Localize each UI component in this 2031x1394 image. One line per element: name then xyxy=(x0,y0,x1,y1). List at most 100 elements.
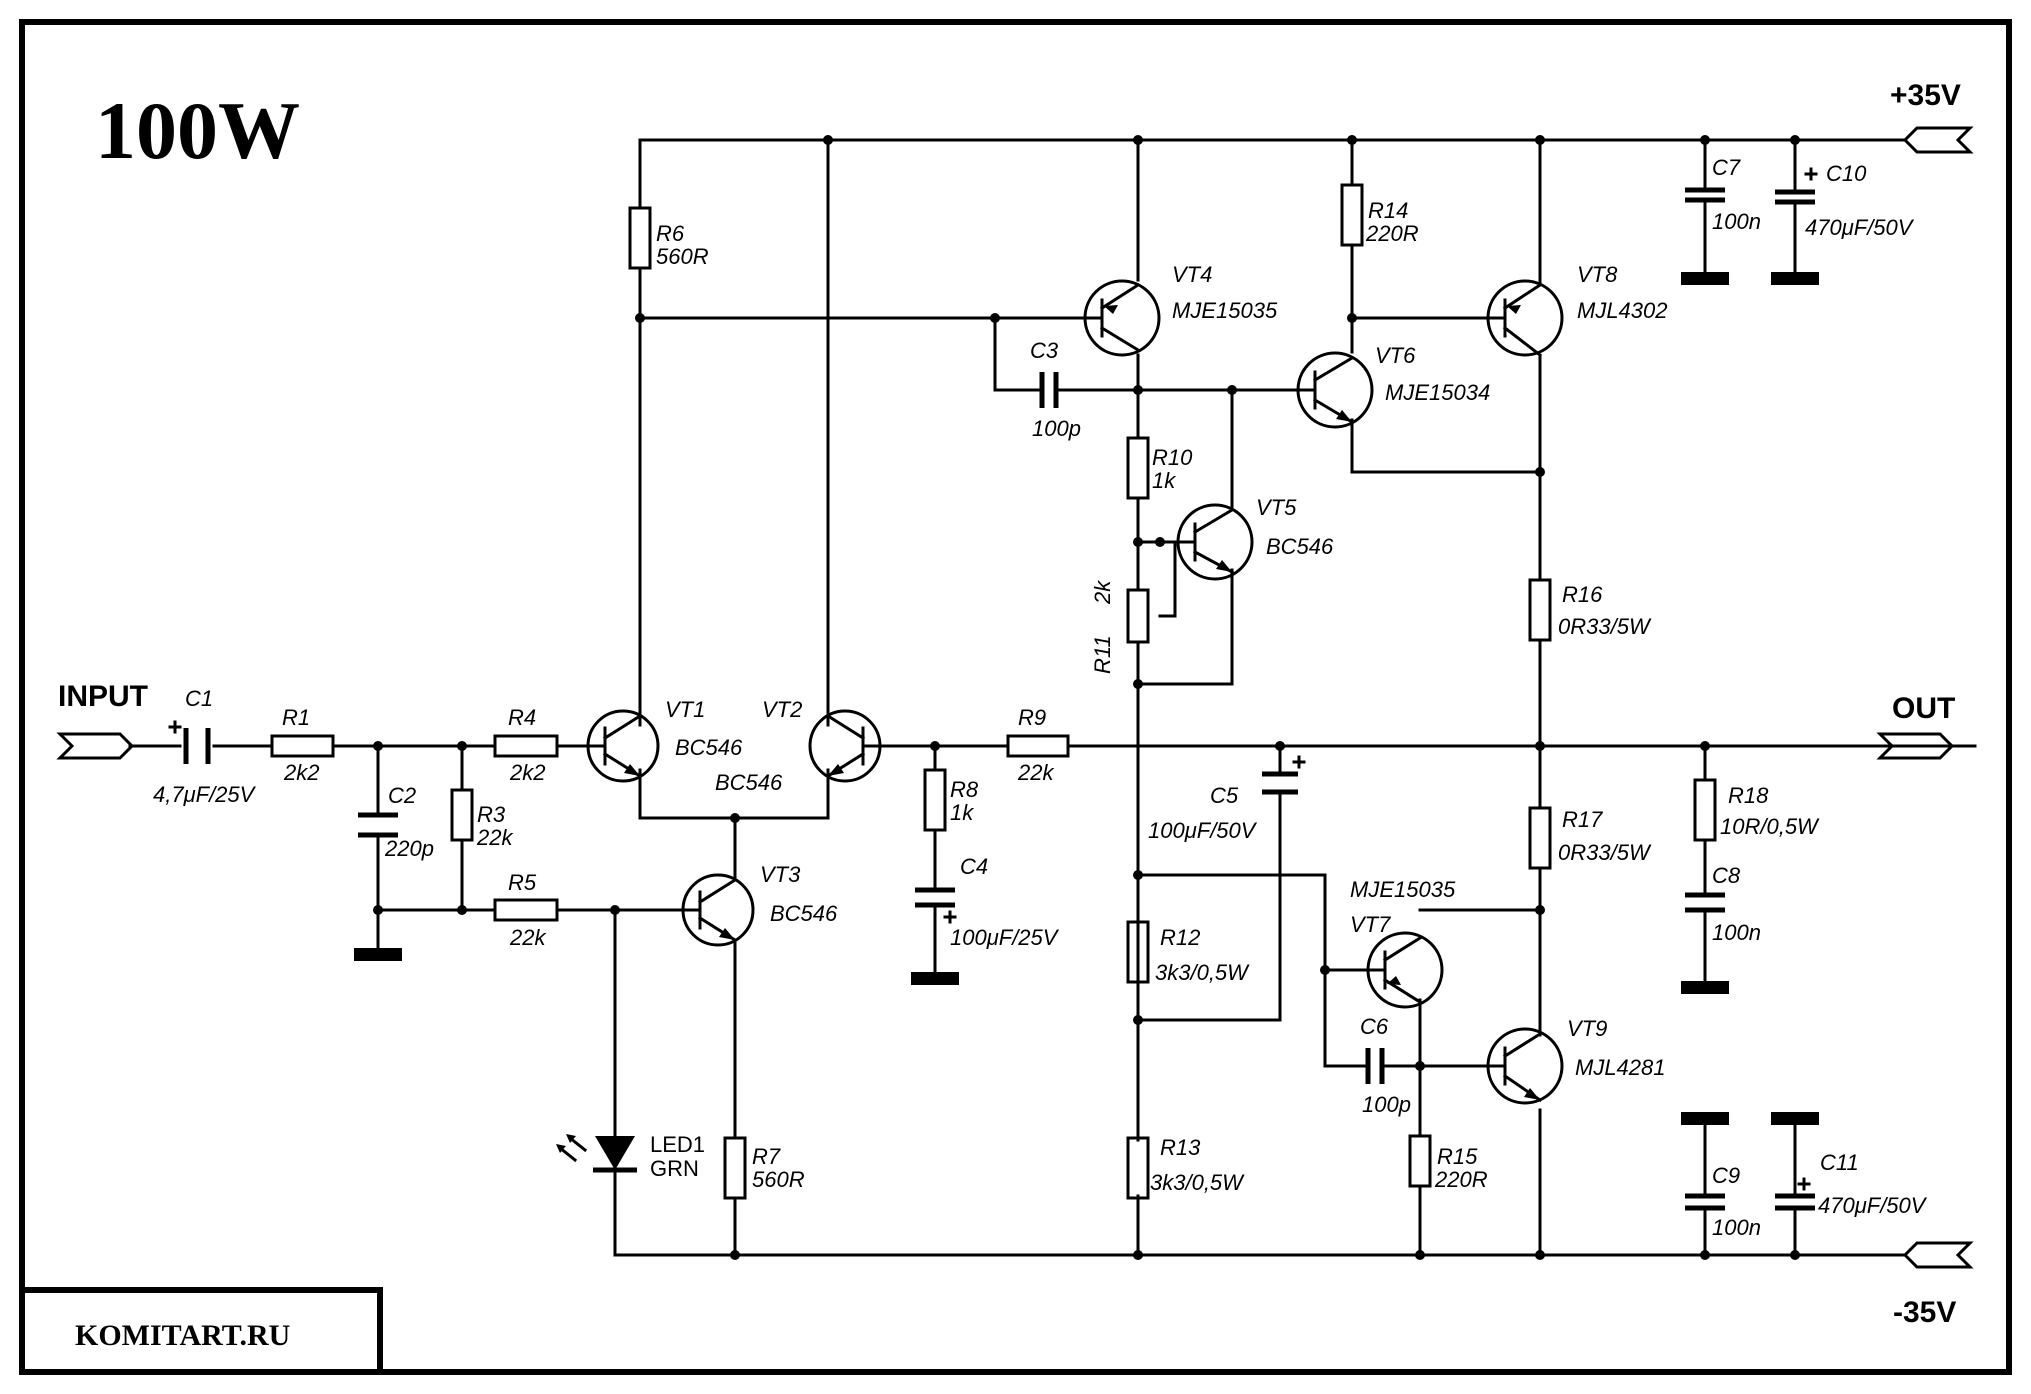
resistors xyxy=(270,183,1717,1200)
r6-value: 560R xyxy=(656,244,709,269)
r4-ref: R4 xyxy=(508,705,536,730)
vt5-ref: VT5 xyxy=(1256,495,1297,520)
vt3-symbol xyxy=(681,873,755,947)
r12-ref: R12 xyxy=(1160,925,1200,950)
r7-ref: R7 xyxy=(752,1144,781,1169)
ground-c8 xyxy=(1681,981,1729,994)
vt1-symbol xyxy=(586,709,660,783)
led1-value: GRN xyxy=(650,1156,699,1181)
r11-ref: R11 xyxy=(1090,635,1115,674)
c11-ref: C11 xyxy=(1820,1150,1859,1175)
grounds xyxy=(354,272,1819,1125)
ground-c9 xyxy=(1681,1112,1729,1125)
c4-value: 100μF/25V xyxy=(950,925,1060,950)
vt8-symbol xyxy=(1486,279,1564,358)
r8-body xyxy=(923,768,947,832)
r5-body xyxy=(493,898,559,922)
neg-rail-connector xyxy=(1902,1241,1974,1269)
r7-body xyxy=(723,1136,747,1200)
c7-value: 100n xyxy=(1712,209,1761,234)
c10-symbol xyxy=(1775,167,1818,205)
c11-value: 470μF/50V xyxy=(1818,1193,1928,1218)
r12-value: 3k3/0,5W xyxy=(1155,960,1250,985)
r8-value: 1k xyxy=(950,800,974,825)
vt8-ref: VT8 xyxy=(1577,262,1618,287)
c6-value: 100p xyxy=(1362,1092,1411,1117)
output-label: OUT xyxy=(1892,692,1955,725)
r11-value: 2k xyxy=(1090,580,1115,605)
r1-value: 2k2 xyxy=(283,760,319,785)
vt9-ref: VT9 xyxy=(1567,1016,1607,1041)
ground-c2 xyxy=(354,948,402,961)
outer-frame xyxy=(19,19,2012,1375)
wires xyxy=(128,138,1977,1257)
led1-ref: LED1 xyxy=(650,1132,705,1157)
rail-pos-label: +35V xyxy=(1890,79,1961,112)
r17-ref: R17 xyxy=(1562,807,1603,832)
page-title: 100W xyxy=(95,85,300,176)
input-connector xyxy=(56,732,135,760)
c3-value: 100p xyxy=(1032,416,1081,441)
r16-value: 0R33/5W xyxy=(1558,614,1652,639)
r5-ref: R5 xyxy=(508,870,537,895)
r1-ref: R1 xyxy=(282,705,310,730)
c9-value: 100n xyxy=(1712,1215,1761,1240)
c7-symbol xyxy=(1685,187,1725,203)
brand-label: KOMITART.RU xyxy=(75,1319,290,1352)
ground-c4 xyxy=(911,972,959,985)
c9-symbol xyxy=(1685,1193,1725,1211)
r10-body xyxy=(1126,436,1150,500)
c4-ref: C4 xyxy=(960,854,988,879)
r13-ref: R13 xyxy=(1160,1135,1201,1160)
c5-symbol xyxy=(1262,755,1306,795)
vt7-value: MJE15035 xyxy=(1350,877,1456,902)
r5-value: 22k xyxy=(509,925,546,950)
vt3-ref: VT3 xyxy=(760,862,801,887)
ground-c7 xyxy=(1681,272,1729,285)
r13-value: 3k3/0,5W xyxy=(1150,1170,1245,1195)
input-label: INPUT xyxy=(58,680,148,713)
c6-symbol xyxy=(1365,1048,1385,1084)
pos-rail-connector xyxy=(1902,126,1974,154)
led1-symbol xyxy=(556,1134,637,1173)
transistors xyxy=(586,279,1564,1105)
vt5-symbol xyxy=(1176,503,1254,581)
r4-body xyxy=(493,734,559,758)
r16-body xyxy=(1528,578,1552,642)
r6-ref: R6 xyxy=(656,221,685,246)
c1-ref: C1 xyxy=(185,686,213,711)
c10-value: 470μF/50V xyxy=(1805,215,1915,240)
vt3-value: BC546 xyxy=(770,901,838,926)
r18-ref: R18 xyxy=(1728,783,1769,808)
c10-ref: C10 xyxy=(1826,161,1867,186)
vt2-value: BC546 xyxy=(715,770,783,795)
labels: +35V -35V INPUT OUT C1 4,7μF/25V R1 2k2 … xyxy=(58,79,1961,1329)
capacitors xyxy=(168,167,1818,1211)
c11-symbol xyxy=(1775,1177,1815,1211)
vt7-symbol xyxy=(1366,931,1444,1009)
r14-value: 220R xyxy=(1365,221,1419,246)
r14-ref: R14 xyxy=(1368,198,1408,223)
output-connector xyxy=(1876,732,1955,760)
rail-neg-label: -35V xyxy=(1893,1296,1956,1329)
c1-value: 4,7μF/25V xyxy=(153,782,257,807)
c2-value: 220p xyxy=(384,836,434,861)
c4-symbol xyxy=(915,887,957,924)
r17-value: 0R33/5W xyxy=(1558,840,1652,865)
r10-value: 1k xyxy=(1152,468,1176,493)
r18-value: 10R/0,5W xyxy=(1720,814,1820,839)
r17-body xyxy=(1528,806,1552,870)
vt2-ref: VT2 xyxy=(762,697,802,722)
r3-body xyxy=(450,788,474,842)
ground-c11 xyxy=(1771,1112,1819,1125)
vt4-value: MJE15035 xyxy=(1172,298,1278,323)
c3-ref: C3 xyxy=(1030,338,1059,363)
r18-body xyxy=(1693,778,1717,842)
r15-body xyxy=(1408,1134,1432,1188)
vt2-symbol xyxy=(808,709,882,783)
c8-ref: C8 xyxy=(1712,863,1741,888)
c1-symbol xyxy=(168,720,211,764)
c2-symbol xyxy=(358,812,398,838)
c8-symbol xyxy=(1685,892,1725,913)
c5-value: 100μF/50V xyxy=(1148,818,1258,843)
